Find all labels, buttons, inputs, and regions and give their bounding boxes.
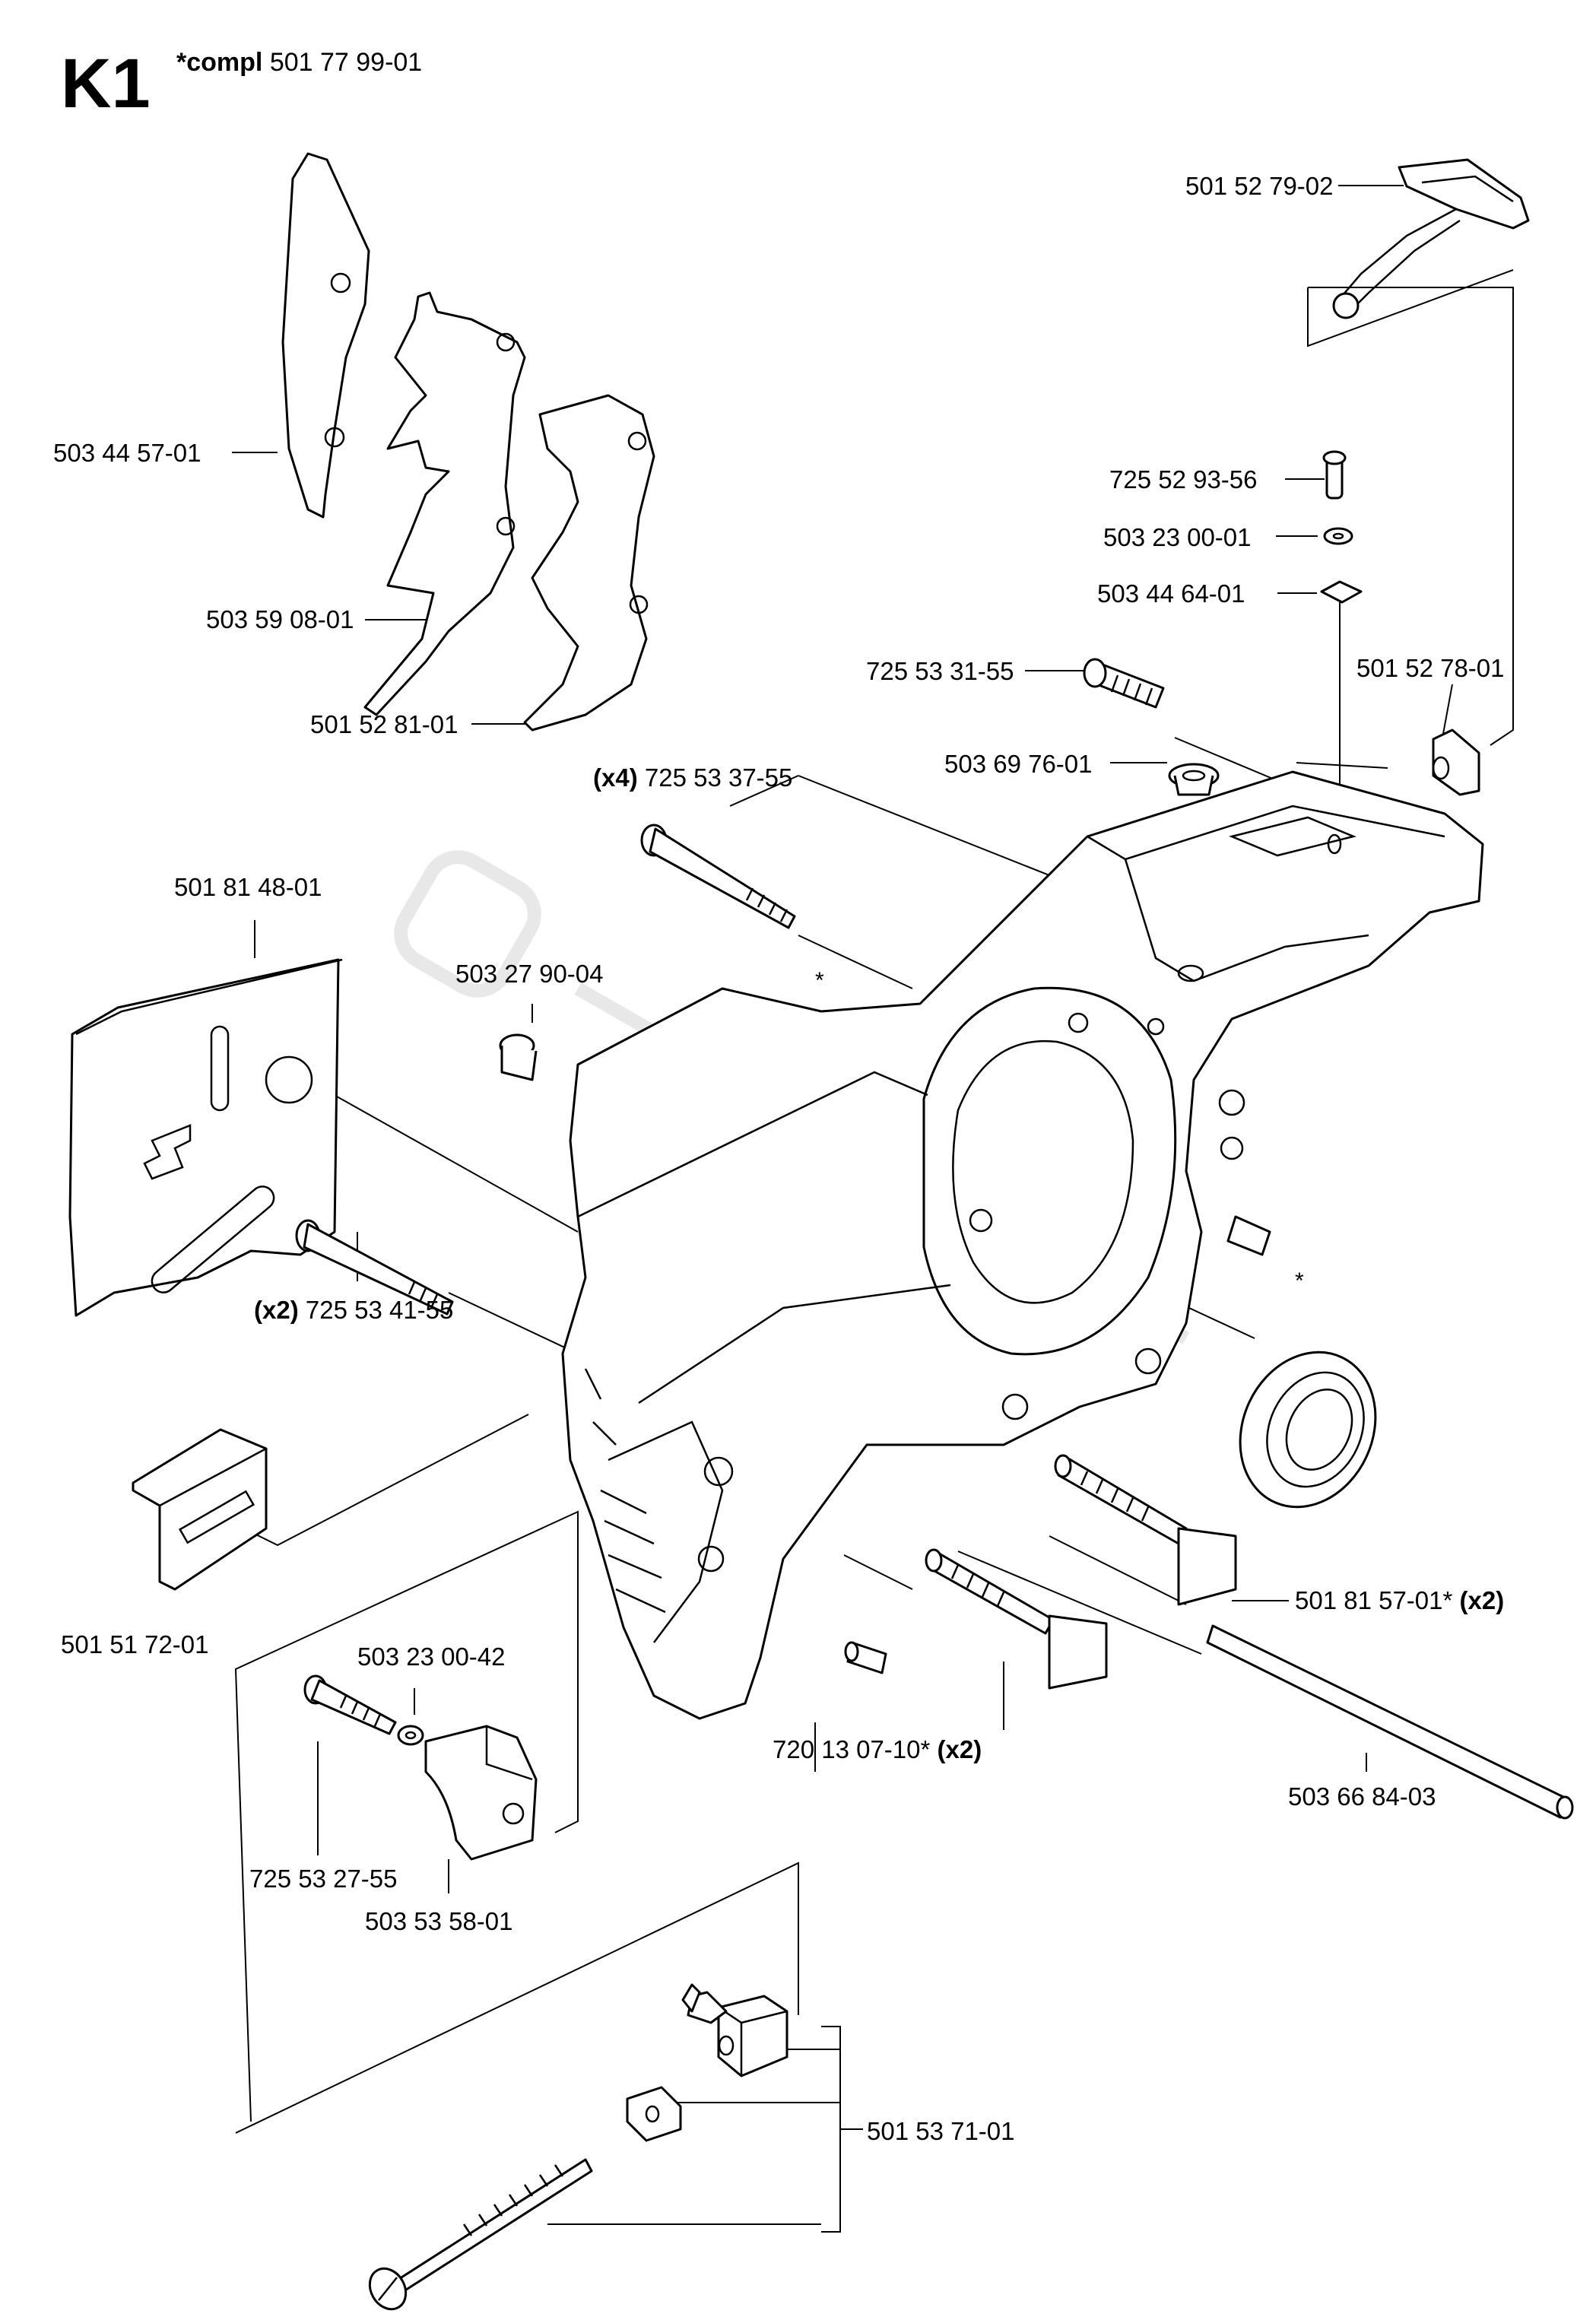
tensioner-nut [626,2086,682,2142]
part-label[interactable]: 503 23 00-42 [357,1643,506,1671]
washer-503-23-00-42 [397,1725,424,1746]
bushing-503-27-90-04 [499,1033,538,1081]
part-label[interactable]: 503 44 57-01 [53,439,201,467]
part-label[interactable]: 503 59 08-01 [206,605,354,633]
compl-line: *compl 501 77 99-01 [176,47,422,78]
handle-501-52-79-02 [1332,158,1530,319]
tensioner-screw [368,2158,593,2311]
compl-number: 501 77 99-01 [269,48,423,77]
bolt-725-53-41-55 [295,1219,454,1316]
assembly-frames [174,269,1514,2233]
part-label[interactable]: 503 66 84-03 [1288,1782,1436,1811]
t-bolt-501-81-57-01-b [925,1548,1108,1690]
screw-725-52-93-56 [1322,450,1347,500]
asterisk-marker: * [1295,1268,1304,1293]
part-label[interactable]: 725 52 93-56 [1109,465,1258,494]
screw-725-53-27-55 [303,1674,397,1735]
part-label[interactable]: 501 52 78-01 [1356,654,1505,682]
pin-right [1226,1215,1271,1256]
plate-501-81-48-01 [68,958,343,1317]
diagram-code: K1 [61,45,151,122]
bolt-725-53-37-55 [640,824,796,929]
clip-503-44-64-01 [1320,580,1363,604]
part-label[interactable]: 501 81 57-01* (x2) [1295,1586,1505,1614]
asterisk-marker: * [815,968,824,993]
part-label[interactable]: 725 53 31-55 [866,657,1014,685]
bracket-503-53-58-01 [424,1725,538,1861]
part-label[interactable]: 501 81 48-01 [174,873,322,901]
tensioner-block [681,1983,788,2077]
part-label[interactable]: 501 51 72-01 [61,1630,209,1658]
part-label[interactable]: 501 52 81-01 [310,710,458,738]
plate-503-44-57-01 [281,152,370,519]
part-label[interactable]: 503 23 00-01 [1103,523,1252,551]
block-501-51-72-01 [132,1428,268,1591]
t-bolt-501-81-57-01-a [1054,1454,1237,1606]
part-label[interactable]: 720 13 07-10* (x2) [773,1735,982,1763]
part-label[interactable]: 501 53 71-01 [867,2117,1015,2145]
washer-503-23-00-01 [1323,527,1353,545]
part-label[interactable]: 503 27 90-04 [455,960,604,988]
compl-prefix: *compl [176,48,263,77]
rod-503-66-84-03 [1206,1624,1574,1820]
plate-501-52-81-01 [523,394,655,732]
plate-503-59-08-01 [363,291,526,716]
pin-720-13-07-10 [844,1641,887,1674]
part-label[interactable]: 501 52 79-02 [1185,172,1334,200]
bracket-501-52-78-01 [1432,728,1480,796]
bolt-725-53-31-55 [1083,658,1165,709]
crankcase-housing [561,770,1484,1720]
part-label[interactable]: 503 69 76-01 [944,750,1093,778]
part-label[interactable]: (x4) 725 53 37-55 [593,763,793,792]
part-label[interactable]: 503 53 58-01 [365,1907,513,1935]
part-label[interactable]: 725 53 27-55 [249,1865,398,1893]
part-label[interactable]: 503 44 64-01 [1097,579,1245,608]
bearing [1239,1351,1377,1509]
grommet-503-69-76-01 [1168,763,1220,796]
part-label[interactable]: (x2) 725 53 41-55 [254,1296,454,1324]
